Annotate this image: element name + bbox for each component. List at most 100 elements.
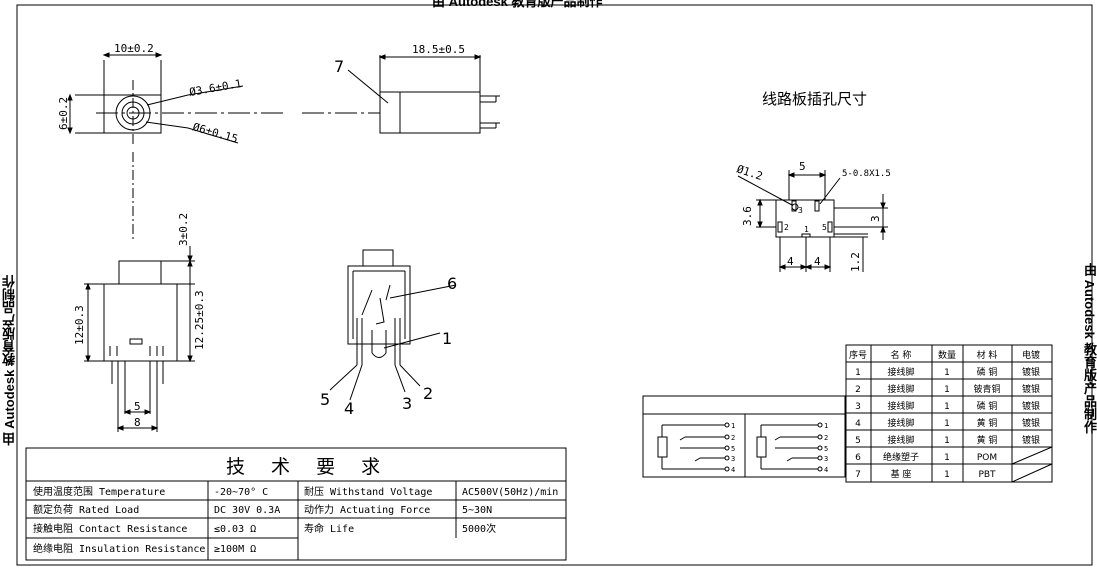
pcb-dim-top: 5 [799, 160, 806, 173]
sch-b-pin-4: 4 [824, 466, 828, 474]
bom-header-0: 序号 [849, 349, 867, 361]
sch-a-pin-3: 3 [731, 455, 735, 463]
bom-table-grid [845, 344, 1053, 483]
sch-b-pin-3: 3 [824, 455, 828, 463]
dim-side-length: 18.5±0.5 [412, 43, 465, 56]
bom-cell-4-4: 镀银 [1022, 417, 1040, 429]
dim-front-height: 12±0.3 [73, 305, 86, 345]
bom-cell-5-2: 1 [944, 436, 950, 446]
req-cell-3-0: 绝缘电阻 Insulation Resistance [33, 542, 205, 555]
bom-cell-7-0: 7 [855, 470, 861, 480]
bom-cell-1-1: 接线脚 [887, 366, 914, 378]
dim-hole-small: Ø3.6±0.1 [188, 77, 242, 99]
sch-a-pin-2: 2 [731, 434, 735, 442]
schematic-block [642, 395, 846, 478]
bom-cell-1-0: 1 [855, 368, 861, 378]
req-cell-0-2: 耐压 Withstand Voltage [304, 485, 432, 498]
bom-cell-2-2: 1 [944, 385, 950, 395]
bom-cell-6-2: 1 [944, 453, 950, 463]
bom-cell-3-3: 磷 铜 [977, 400, 998, 412]
pcb-dim-right: 3 [869, 215, 882, 222]
callout-1: 1 [442, 329, 452, 348]
bom-cell-2-4: 镀银 [1022, 383, 1040, 395]
bom-cell-5-0: 5 [855, 436, 861, 446]
req-cell-0-3: AC500V(50Hz)/min [462, 487, 558, 498]
req-title-text: 技 术 要 求 [226, 456, 391, 478]
req-cell-2-0: 接触电阻 Contact Resistance [33, 522, 187, 535]
sch-a-pin-1: 1 [731, 422, 735, 430]
bom-cell-2-1: 接线脚 [887, 383, 914, 395]
callout-2: 2 [423, 384, 433, 403]
bom-cell-3-0: 3 [855, 402, 861, 412]
bom-cell-6-0: 6 [855, 453, 861, 463]
bom-cell-1-2: 1 [944, 368, 950, 378]
pcb-pin-2: 2 [784, 223, 789, 232]
req-cell-0-1: -20~70° C [214, 487, 268, 498]
sch-a-pin-4: 4 [731, 466, 735, 474]
req-cell-1-2: 动作力 Actuating Force [304, 503, 430, 516]
pcb-dim-bottom-right: 1.2 [849, 252, 862, 272]
bom-cell-1-4: 镀银 [1022, 366, 1040, 378]
section-view [329, 249, 457, 401]
dim-top-width: 10±0.2 [114, 42, 154, 55]
pcb-title: 线路板插孔尺寸 [762, 90, 867, 108]
pcb-dim-dia: Ø1.2 [735, 162, 764, 183]
bom-cell-7-3: PBT [978, 470, 996, 480]
bom-cell-5-1: 接线脚 [887, 434, 914, 446]
bom-cell-7-2: 1 [944, 470, 950, 480]
bom-cell-3-1: 接线脚 [887, 400, 914, 412]
sch-b-pin-1: 1 [824, 422, 828, 430]
sch-a-pin-5: 5 [731, 445, 735, 453]
dim-front-top: 3±0.2 [177, 213, 190, 246]
dim-hole-large: Ø6±0.15 [191, 120, 239, 145]
callout-4: 4 [344, 399, 354, 418]
bom-cell-6-1: 绝缘塑子 [883, 451, 919, 463]
bom-cell-4-1: 接线脚 [887, 417, 914, 429]
bom-cell-6-3: POM [977, 453, 997, 463]
bom-cell-1-3: 磷 铜 [977, 366, 998, 378]
pcb-dim-slot: 5-0.8X1.5 [842, 169, 891, 179]
pcb-dim-bottom-a: 4 [787, 255, 794, 268]
req-cell-1-3: 5~30N [462, 505, 492, 516]
req-cell-1-1: DC 30V 0.3A [214, 505, 280, 516]
bom-cell-2-0: 2 [855, 385, 861, 395]
pcb-pin-5: 5 [822, 223, 827, 232]
side-view [302, 54, 500, 134]
bom-cell-5-4: 镀银 [1022, 434, 1040, 446]
req-cell-3-1: ≥100M Ω [214, 544, 256, 555]
req-cell-2-1: ≤0.03 Ω [214, 524, 256, 535]
bom-cell-5-3: 黄 铜 [977, 434, 998, 446]
req-cell-1-0: 额定负荷 Rated Load [33, 503, 139, 516]
callout-6: 6 [447, 274, 457, 293]
dim-front-width: 8 [134, 416, 141, 429]
bom-cell-7-1: 基 座 [891, 468, 912, 480]
pcb-pin-3: 3 [798, 206, 803, 215]
bom-cell-2-3: 铍青铜 [973, 383, 1000, 395]
bom-cell-4-2: 1 [944, 419, 950, 429]
bom-header-3: 材 料 [977, 349, 998, 361]
front-view [84, 152, 195, 432]
pcb-dim-bottom-b: 4 [814, 255, 821, 268]
sch-b-pin-5: 5 [824, 445, 828, 453]
bom-header-4: 电镀 [1022, 349, 1040, 361]
req-cell-2-3: 5000次 [462, 522, 496, 535]
watermark-right: 由 Autodesk 教育版产品制作 [1082, 263, 1097, 434]
drawing-frame [16, 4, 1093, 566]
top-view [67, 52, 285, 145]
callout-7: 7 [334, 57, 344, 76]
pcb-pin-1: 1 [804, 225, 809, 234]
bom-header-1: 名 称 [891, 349, 912, 361]
bom-header-2: 数量 [938, 349, 956, 361]
sch-b-pin-2: 2 [824, 434, 828, 442]
callout-3: 3 [402, 394, 412, 413]
req-cell-2-2: 寿命 Life [304, 522, 354, 535]
pcb-layout [737, 170, 888, 272]
req-table-grid [25, 447, 567, 561]
pcb-dim-left: 3.6 [741, 206, 754, 226]
bom-cell-3-4: 镀银 [1022, 400, 1040, 412]
bom-cell-4-0: 4 [855, 419, 861, 429]
dim-top-height: 6±0.2 [57, 97, 70, 130]
dim-front-pin-pitch: 5 [134, 400, 141, 413]
